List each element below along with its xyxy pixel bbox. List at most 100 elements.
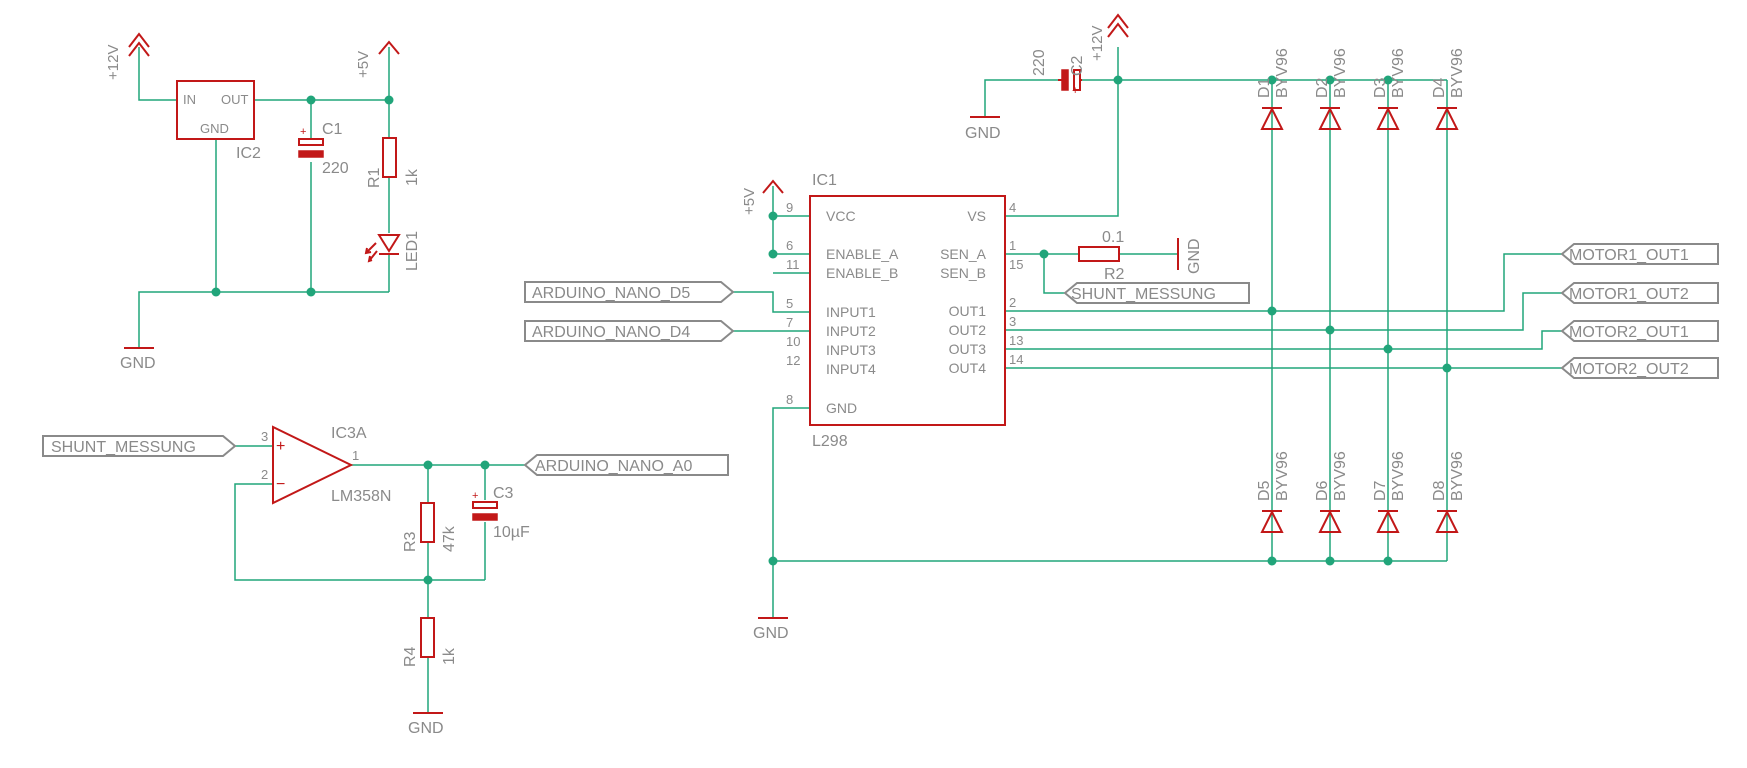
opamp-pin-plus: 3 xyxy=(261,429,268,444)
pin-number: 14 xyxy=(1009,352,1023,367)
c3-value: 10µF xyxy=(493,524,530,541)
gnd-label: GND xyxy=(120,355,156,372)
opamp-sign-plus: + xyxy=(276,438,285,455)
wires xyxy=(138,47,1562,713)
net-label-shunt-messung-r2: SHUNT_MESSUNG xyxy=(1063,282,1250,304)
c1-name: C1 xyxy=(322,121,343,138)
pin-label: OUT2 xyxy=(949,322,987,338)
regulator-ic2: IN OUT GND IC2 xyxy=(176,80,261,162)
gnd-regulator: GND xyxy=(120,347,156,372)
regulator-pin-in: IN xyxy=(183,92,196,107)
diode-part: BYV96 xyxy=(1390,48,1407,98)
diode-part: BYV96 xyxy=(1449,451,1466,501)
c1-value: 220 xyxy=(322,160,349,177)
net-label-text: MOTOR2_OUT2 xyxy=(1569,361,1689,378)
power-12v-driver: +12V xyxy=(1089,13,1129,61)
pin-number: 12 xyxy=(786,353,800,368)
r3-name: R3 xyxy=(402,531,419,552)
gnd-label: GND xyxy=(1186,238,1203,274)
opamp-sign-minus: − xyxy=(276,476,285,493)
net-label-motor1-out1: MOTOR1_OUT1 xyxy=(1560,243,1719,265)
pin-label: VS xyxy=(967,208,986,224)
net-label-text: MOTOR1_OUT1 xyxy=(1569,247,1689,264)
polarity-mark: + xyxy=(1072,85,1078,97)
pin-number: 4 xyxy=(1009,200,1016,215)
diode-part: BYV96 xyxy=(1332,451,1349,501)
driver-left-pins: 9VCC6ENABLE_A11ENABLE_B5INPUT17INPUT210I… xyxy=(786,200,899,416)
c3-name: C3 xyxy=(493,485,514,502)
diode-name: D2 xyxy=(1314,77,1331,98)
r2-name: R2 xyxy=(1104,266,1125,283)
pin-number: 7 xyxy=(786,315,793,330)
r3-value: 47k xyxy=(441,525,458,552)
regulator-name: IC2 xyxy=(236,145,261,162)
pin-number: 11 xyxy=(786,257,800,272)
diode-part: BYV96 xyxy=(1332,48,1349,98)
pin-label: OUT4 xyxy=(949,360,987,376)
supply-12v-label: +12V xyxy=(1089,26,1106,61)
polarity-mark: + xyxy=(472,490,478,502)
supply-5v-label: +5V xyxy=(355,51,372,78)
net-label-text: SHUNT_MESSUNG xyxy=(51,439,196,456)
power-5v-driver: +5V xyxy=(741,179,784,215)
diode-name: D3 xyxy=(1372,77,1389,98)
pin-number: 15 xyxy=(1009,257,1023,272)
resistor-r4: R4 1k xyxy=(402,617,458,667)
gnd-r2: GND xyxy=(1177,238,1203,274)
diode-name: D4 xyxy=(1431,77,1448,98)
net-label-text: MOTOR1_OUT2 xyxy=(1569,286,1689,303)
opamp-pin-minus: 2 xyxy=(261,467,268,482)
resistor-r1: R1 1k xyxy=(366,137,421,188)
net-label-text: SHUNT_MESSUNG xyxy=(1071,286,1216,303)
driver-ic1: IC1 L298 9VCC6ENABLE_A11ENABLE_B5INPUT17… xyxy=(786,172,1023,450)
polarity-mark: + xyxy=(300,126,306,138)
pin-number: 6 xyxy=(786,238,793,253)
capacitor-c3: + C3 10µF xyxy=(472,485,530,541)
pin-label: VCC xyxy=(826,208,856,224)
gnd-opamp: GND xyxy=(408,712,444,737)
junctions xyxy=(211,75,1452,585)
net-label-motor2-out1: MOTOR2_OUT1 xyxy=(1560,320,1719,342)
net-label-motor1-out2: MOTOR1_OUT2 xyxy=(1560,282,1719,304)
pin-number: 9 xyxy=(786,200,793,215)
capacitor-c2: + 220 C2 xyxy=(1031,49,1086,97)
driver-name: IC1 xyxy=(812,172,837,189)
net-label-text: ARDUINO_NANO_D5 xyxy=(532,285,690,302)
diode-part: BYV96 xyxy=(1449,48,1466,98)
r2-value: 0.1 xyxy=(1102,229,1124,246)
resistor-r3: R3 47k xyxy=(402,502,458,552)
capacitor-c1: + C1 220 xyxy=(298,121,349,177)
pin-number: 1 xyxy=(1009,238,1016,253)
driver-part: L298 xyxy=(812,433,848,450)
c2-value: 220 xyxy=(1031,49,1048,76)
pin-number: 3 xyxy=(1009,314,1016,329)
r1-value: 1k xyxy=(404,168,421,186)
power-12v-regulator: +12V xyxy=(105,32,150,80)
pin-label: ENABLE_B xyxy=(826,265,898,281)
opamp-ic3a: + − 3 2 1 IC3A LM358N xyxy=(261,425,391,505)
net-label-motor2-out2: MOTOR2_OUT2 xyxy=(1560,357,1719,379)
pin-label: OUT1 xyxy=(949,303,987,319)
regulator-pin-gnd: GND xyxy=(200,121,229,136)
diode-part: BYV96 xyxy=(1274,451,1291,501)
driver-pin-4: 4VS xyxy=(967,200,1016,224)
diode-name: D8 xyxy=(1431,480,1448,501)
r4-value: 1k xyxy=(441,647,458,665)
net-label-arduino-nano-d4: ARDUINO_NANO_D4 xyxy=(524,320,735,342)
pin-label: ENABLE_A xyxy=(826,246,899,262)
